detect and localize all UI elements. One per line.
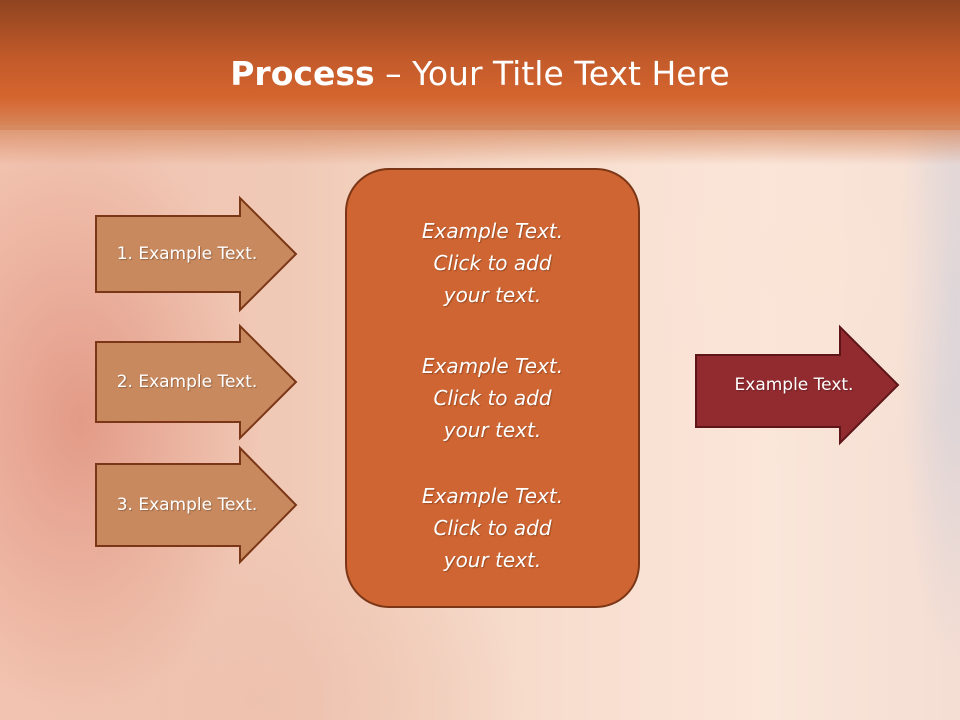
center-item-line: your text.: [443, 418, 542, 442]
center-item-line: your text.: [443, 283, 542, 307]
center-item-line: Click to add: [433, 516, 552, 540]
center-item-line: Example Text.: [421, 354, 564, 378]
step-label-1: 1. Example Text.: [116, 244, 258, 264]
step-arrow-2[interactable]: 2. Example Text.: [95, 323, 298, 441]
result-arrow[interactable]: Example Text.: [695, 324, 900, 446]
title-bar: [0, 0, 960, 130]
arrow-shape-icon: [695, 324, 900, 446]
step-label-3: 3. Example Text.: [116, 495, 258, 515]
step-arrow-3[interactable]: 3. Example Text.: [95, 445, 298, 565]
center-content-box[interactable]: Example Text. Click to add your text. Ex…: [345, 168, 640, 608]
title-bold: Process: [230, 54, 375, 93]
center-item-3: Example Text. Click to add your text.: [347, 480, 638, 576]
center-item-line: Click to add: [433, 251, 552, 275]
step-arrow-1[interactable]: 1. Example Text.: [95, 195, 298, 313]
arrow-shape-icon: [95, 195, 298, 313]
center-item-2: Example Text. Click to add your text.: [347, 350, 638, 446]
title-rest: – Your Title Text Here: [374, 54, 730, 93]
title-bar-fade: [0, 125, 960, 165]
center-item-line: your text.: [443, 548, 542, 572]
arrow-shape-icon: [95, 323, 298, 441]
center-item-1: Example Text. Click to add your text.: [347, 215, 638, 311]
center-item-line: Example Text.: [421, 484, 564, 508]
slide-title[interactable]: Process – Your Title Text Here: [0, 52, 960, 96]
result-label: Example Text.: [734, 375, 854, 395]
arrow-shape-icon: [95, 445, 298, 565]
center-item-line: Click to add: [433, 386, 552, 410]
center-item-line: Example Text.: [421, 219, 564, 243]
step-label-2: 2. Example Text.: [116, 372, 258, 392]
